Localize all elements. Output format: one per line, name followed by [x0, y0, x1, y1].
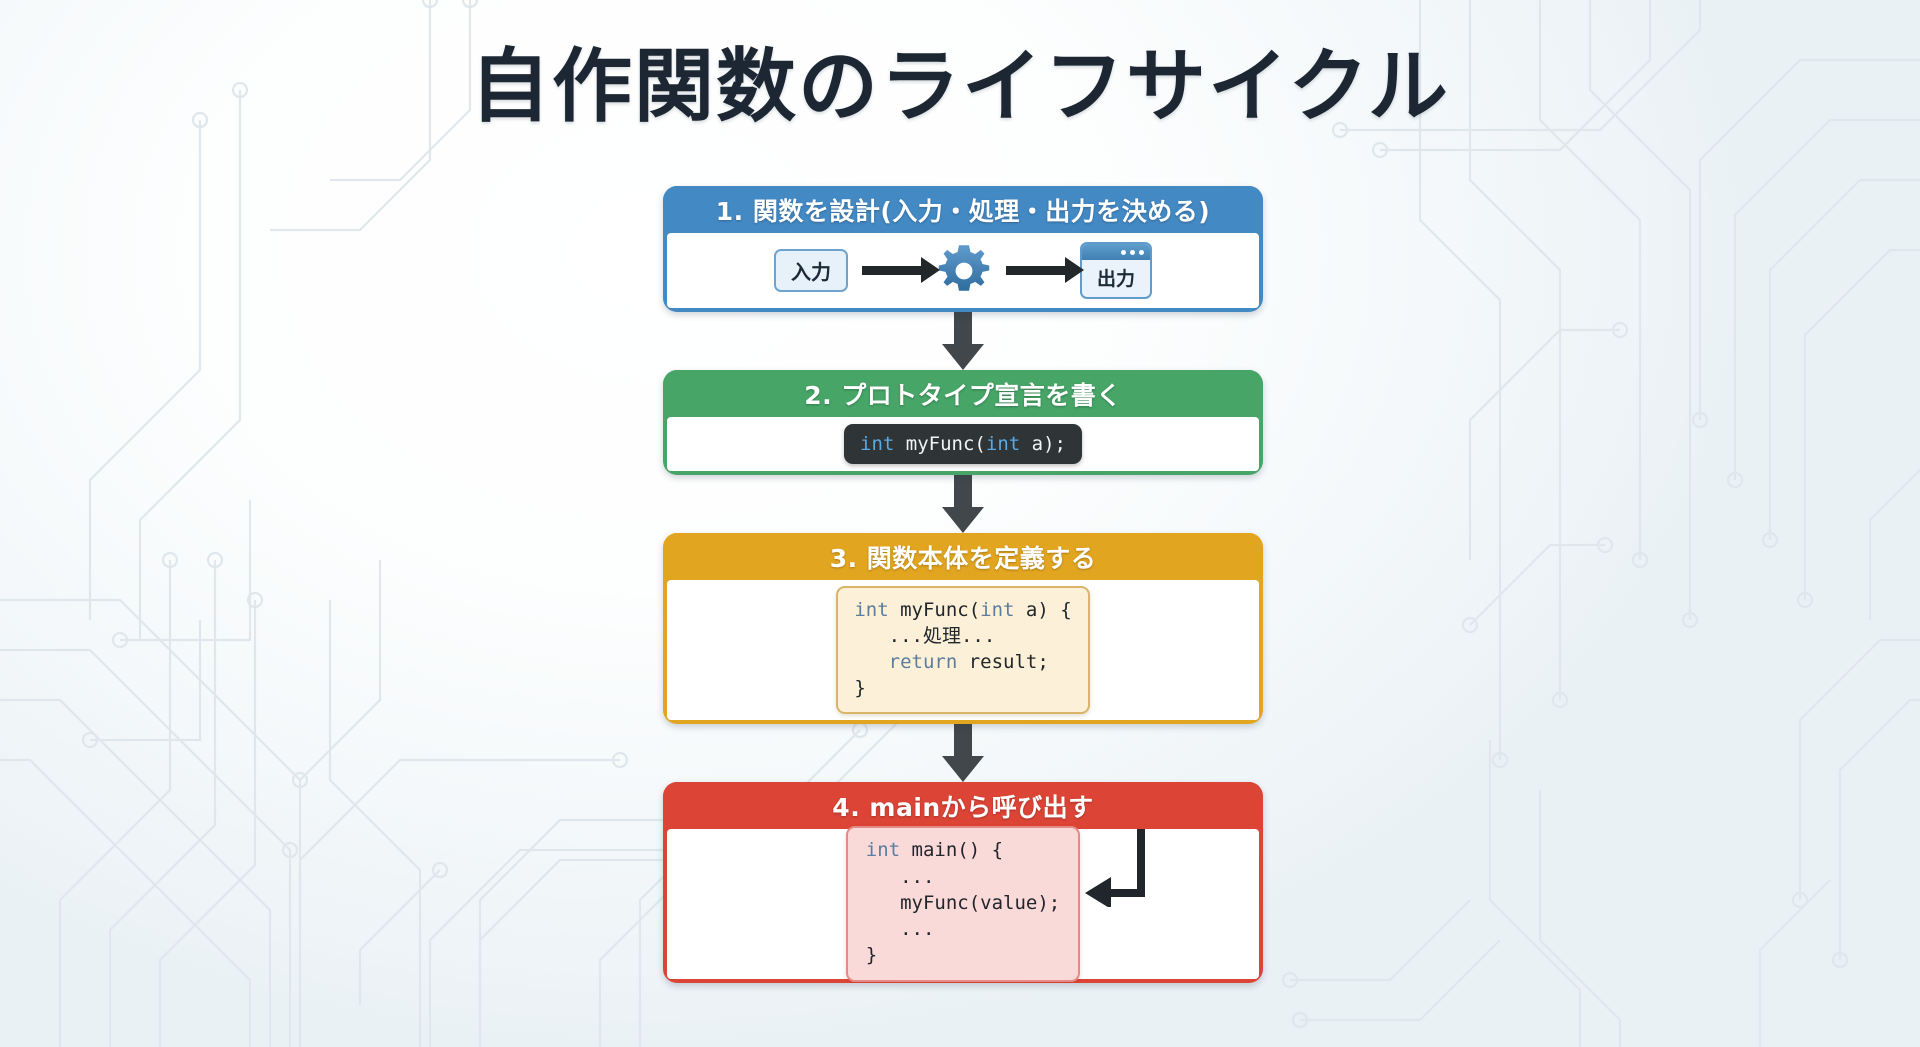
step-3-header: 3. 関数本体を定義する — [667, 533, 1259, 580]
arrow-input-to-process-icon — [862, 257, 940, 283]
step-1-header: 1. 関数を設計(入力・処理・出力を決める) — [667, 186, 1259, 233]
step-4-header: 4. mainから呼び出す — [667, 782, 1259, 829]
code-keyword: int — [985, 432, 1021, 455]
code-keyword: int — [854, 598, 889, 621]
window-dot-3 — [1139, 249, 1144, 255]
window-dot-2 — [1130, 249, 1135, 255]
step-2-header: 2. プロトタイプ宣言を書く — [667, 370, 1259, 417]
step-card-3[interactable]: 3. 関数本体を定義する int myFunc(int a) { ...処理..… — [663, 533, 1263, 724]
connector-arrow-1-to-2 — [663, 312, 1263, 370]
step-1-body: 入力 — [667, 233, 1259, 308]
step-3-body: int myFunc(int a) { ...処理... return resu… — [667, 580, 1259, 720]
output-label: 出力 — [1096, 268, 1135, 290]
step-card-2[interactable]: 2. プロトタイプ宣言を書く int myFunc(int a); — [663, 370, 1263, 475]
code-keyword: int — [860, 432, 895, 455]
code-block-prototype: int myFunc(int a); — [844, 423, 1082, 465]
gear-icon — [938, 244, 990, 291]
page-title: 自作関数のライフサイクル — [470, 40, 1450, 133]
code-keyword: return — [888, 651, 958, 673]
window-dot-1 — [1121, 249, 1126, 255]
lifecycle-flow: 1. 関数を設計(入力・処理・出力を決める) 入力 — [663, 186, 1263, 983]
code-block-main-call: int main() { ... myFunc(value); ... } — [845, 826, 1081, 982]
code-block-definition: int myFunc(int a) { ...処理... return resu… — [836, 585, 1090, 715]
code-keyword: int — [865, 839, 901, 862]
step-card-4[interactable]: 4. mainから呼び出す int main() { ... myFunc(va… — [663, 782, 1263, 983]
window-titlebar — [1082, 244, 1150, 260]
step-2-body: int myFunc(int a); — [667, 417, 1259, 471]
arrow-process-to-output-icon — [1006, 257, 1084, 283]
code-keyword: int — [980, 598, 1015, 621]
return-to-caller-arrow-icon — [1085, 829, 1145, 907]
output-window: 出力 — [1080, 242, 1152, 299]
connector-arrow-3-to-4 — [663, 724, 1263, 782]
step-card-1[interactable]: 1. 関数を設計(入力・処理・出力を決める) 入力 — [663, 186, 1263, 312]
connector-arrow-2-to-3 — [663, 475, 1263, 533]
step-4-body: int main() { ... myFunc(value); ... } — [667, 826, 1259, 982]
input-box: 入力 — [774, 249, 848, 292]
